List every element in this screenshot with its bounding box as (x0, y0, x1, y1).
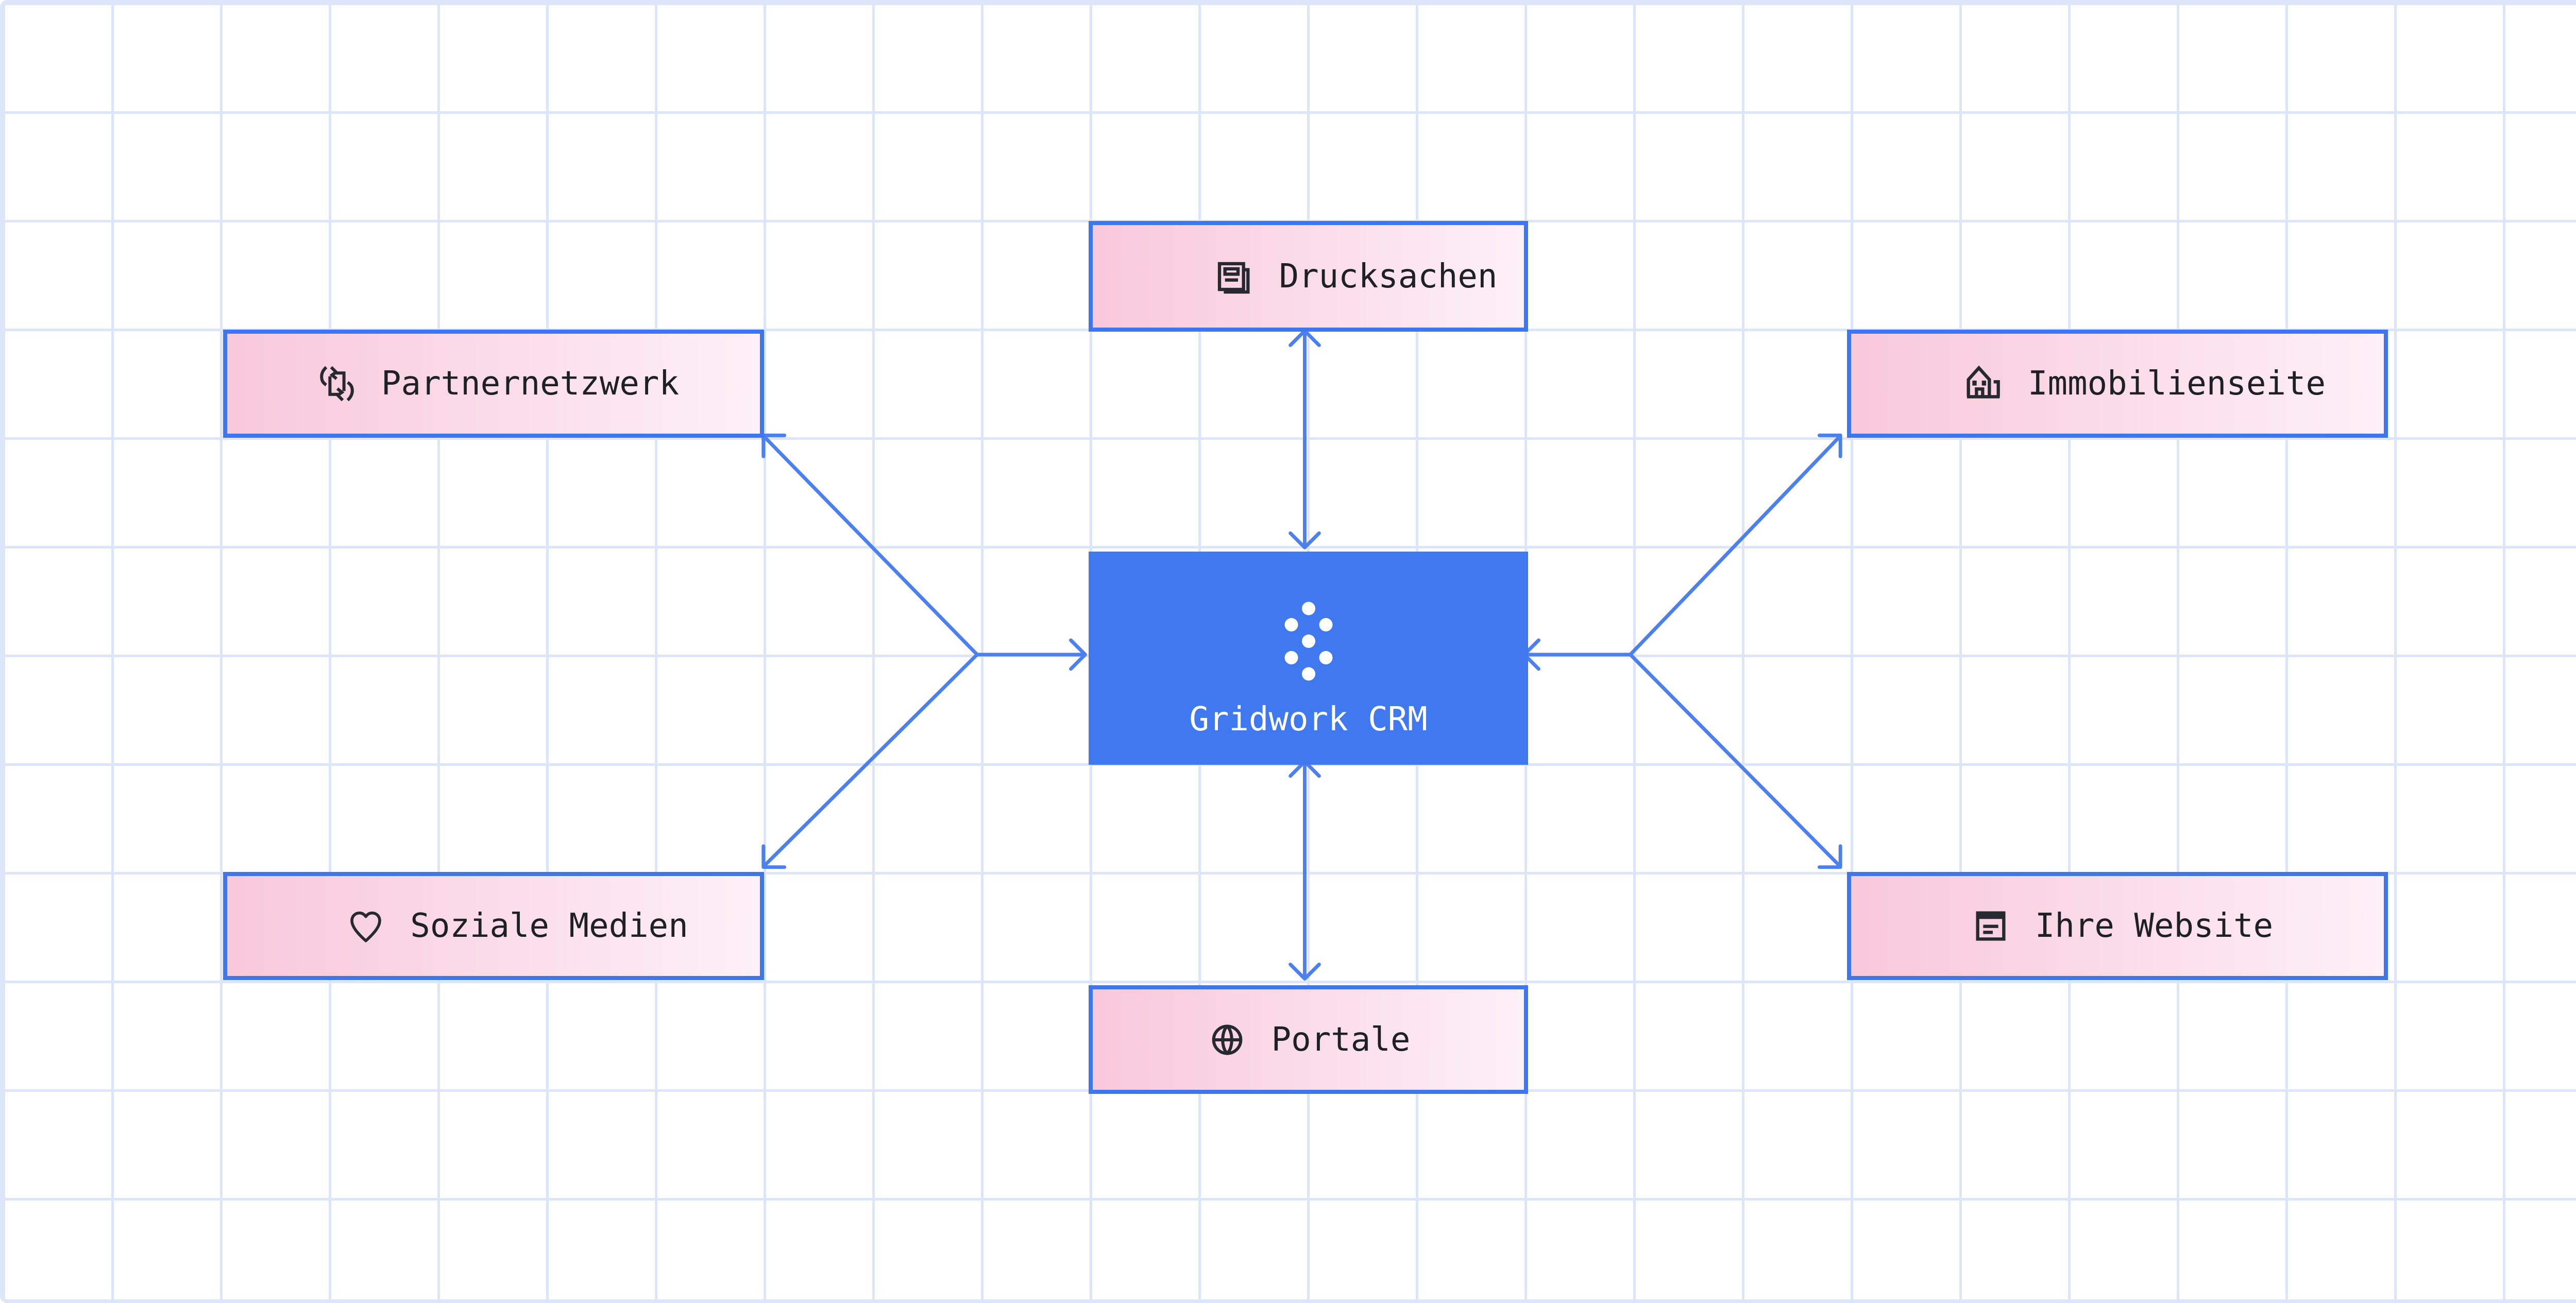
globe-icon (1207, 1019, 1248, 1060)
handshake-icon (316, 363, 358, 404)
edge-left-group (761, 433, 1087, 869)
house-icon (1963, 363, 2004, 404)
edge-center-portale (1289, 760, 1321, 981)
arrowhead-right-icon (1069, 638, 1087, 671)
browser-page-icon (1970, 905, 2011, 947)
node-ihre-website[interactable]: Ihre Website (1847, 872, 2388, 980)
heart-icon (345, 905, 386, 947)
node-immobilienseite[interactable]: Immobilienseite (1847, 330, 2388, 438)
node-soziale-medien[interactable]: Soziale Medien (223, 872, 764, 980)
node-label: Immobilienseite (2028, 365, 2326, 403)
arrowhead-downleft-icon (761, 844, 787, 869)
edge-drucksachen-center (1289, 329, 1321, 550)
arrowhead-down-icon (1289, 963, 1321, 981)
node-partnernetzwerk[interactable]: Partnernetzwerk (223, 330, 764, 438)
gridwork-logo-dots-icon (1282, 601, 1335, 681)
print-sheets-icon (1214, 256, 1256, 297)
node-label: Ihre Website (2035, 907, 2274, 945)
arrowhead-downright-icon (1817, 844, 1842, 869)
node-gridwork-crm[interactable]: Gridwork CRM (1089, 552, 1528, 765)
node-label: Drucksachen (1279, 257, 1498, 296)
node-label: Soziale Medien (410, 907, 688, 945)
arrowhead-down-icon (1289, 531, 1321, 550)
node-portale[interactable]: Portale (1089, 985, 1528, 1094)
node-label: Partnernetzwerk (381, 365, 679, 403)
node-label: Portale (1271, 1020, 1411, 1059)
arrowhead-upright-icon (1817, 433, 1842, 458)
node-drucksachen[interactable]: Drucksachen (1089, 221, 1528, 332)
center-node-label: Gridwork CRM (1189, 700, 1428, 739)
edge-right-group (1522, 433, 1842, 869)
